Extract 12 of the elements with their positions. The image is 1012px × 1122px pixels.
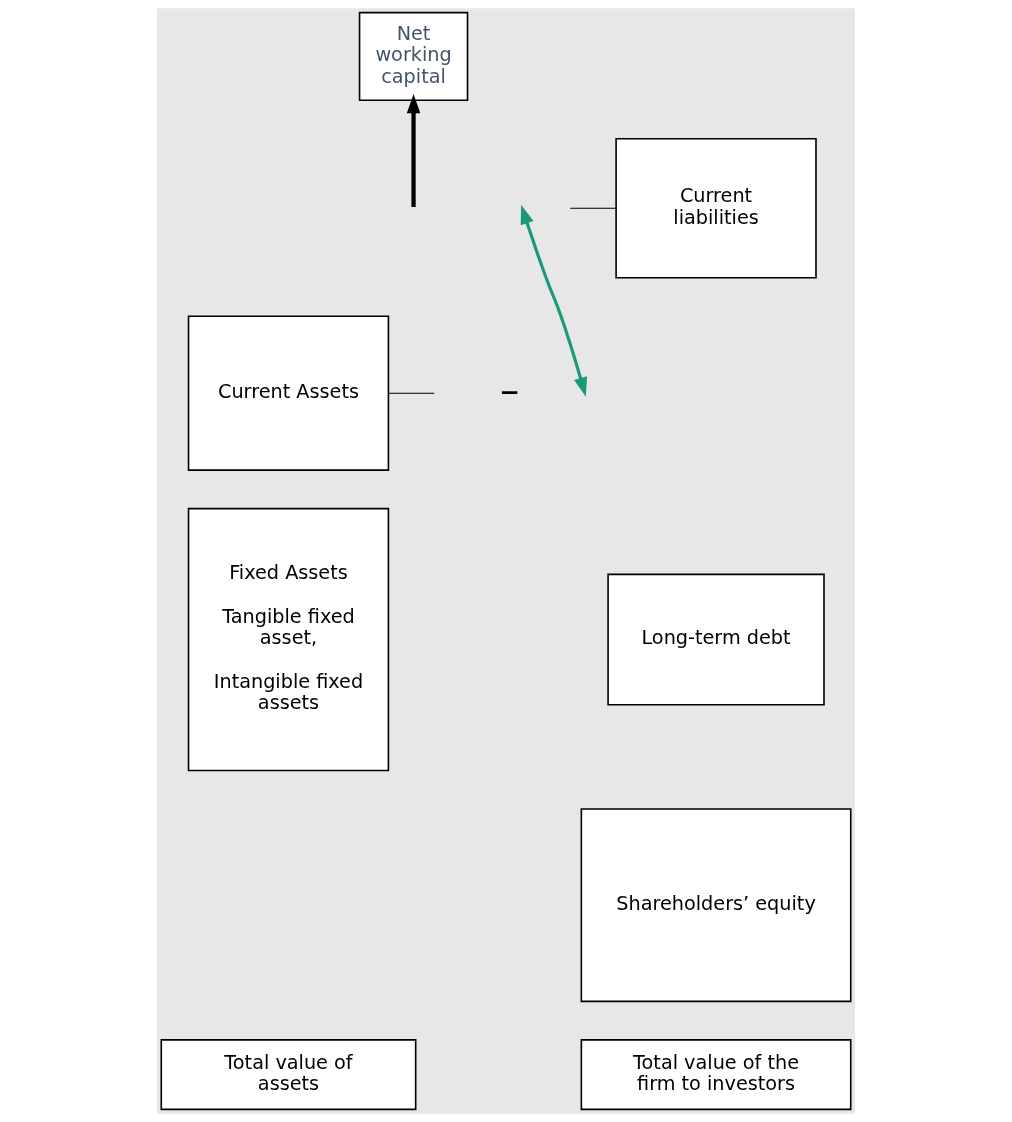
connector xyxy=(569,207,617,209)
node-box: Fixed Assets Tangible fixed asset, Intangible fixed assets xyxy=(187,507,390,772)
node-box: Total value of the firm to investors xyxy=(580,1039,852,1111)
node-box: Shareholders’ equity xyxy=(580,808,852,1003)
label: – xyxy=(500,366,520,412)
arrow xyxy=(406,93,421,207)
node-box: Current Assets xyxy=(187,315,390,471)
connector xyxy=(388,392,435,394)
node-box: Current liabilities xyxy=(615,138,817,279)
node-box: Net working capital xyxy=(358,11,469,102)
node-box: Long-term debt xyxy=(607,573,825,706)
node-box: Total value of assets xyxy=(160,1039,417,1111)
